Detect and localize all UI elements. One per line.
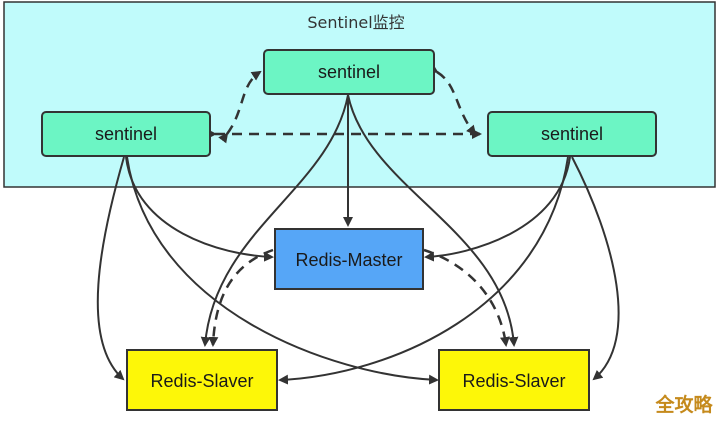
node-sentinel-top-label: sentinel [318,62,380,82]
node-redis-slave-left-label: Redis-Slaver [150,371,253,391]
dashed-connections [207,63,510,347]
edge-left-top-sentinel-dashed [218,70,262,144]
edge-right-sentinel-to-left-slave [278,156,569,385]
edge-top-right-sentinel-dashed [427,63,477,136]
edge-master-to-left-slave-dashed [208,248,274,347]
node-sentinel-right: sentinel [487,111,657,157]
sentinel-group-label: Sentinel监控 [307,13,404,32]
node-sentinel-right-label: sentinel [541,124,603,144]
node-sentinel-left: sentinel [41,111,211,157]
edge-left-sentinel-to-left-slave [96,156,125,381]
edge-right-sentinel-to-right-slave [571,156,620,381]
watermark-text: 全攻略 [654,393,713,416]
node-redis-master: Redis-Master [274,228,424,290]
node-redis-slave-left: Redis-Slaver [126,349,278,411]
node-redis-master-label: Redis-Master [295,250,402,270]
node-sentinel-left-label: sentinel [95,124,157,144]
edge-left-sentinel-to-right-slave [126,156,439,385]
node-redis-slave-right: Redis-Slaver [438,349,590,411]
edge-master-to-right-slave-dashed [423,248,510,347]
node-redis-slave-right-label: Redis-Slaver [462,371,565,391]
node-sentinel-top: sentinel [263,49,435,95]
